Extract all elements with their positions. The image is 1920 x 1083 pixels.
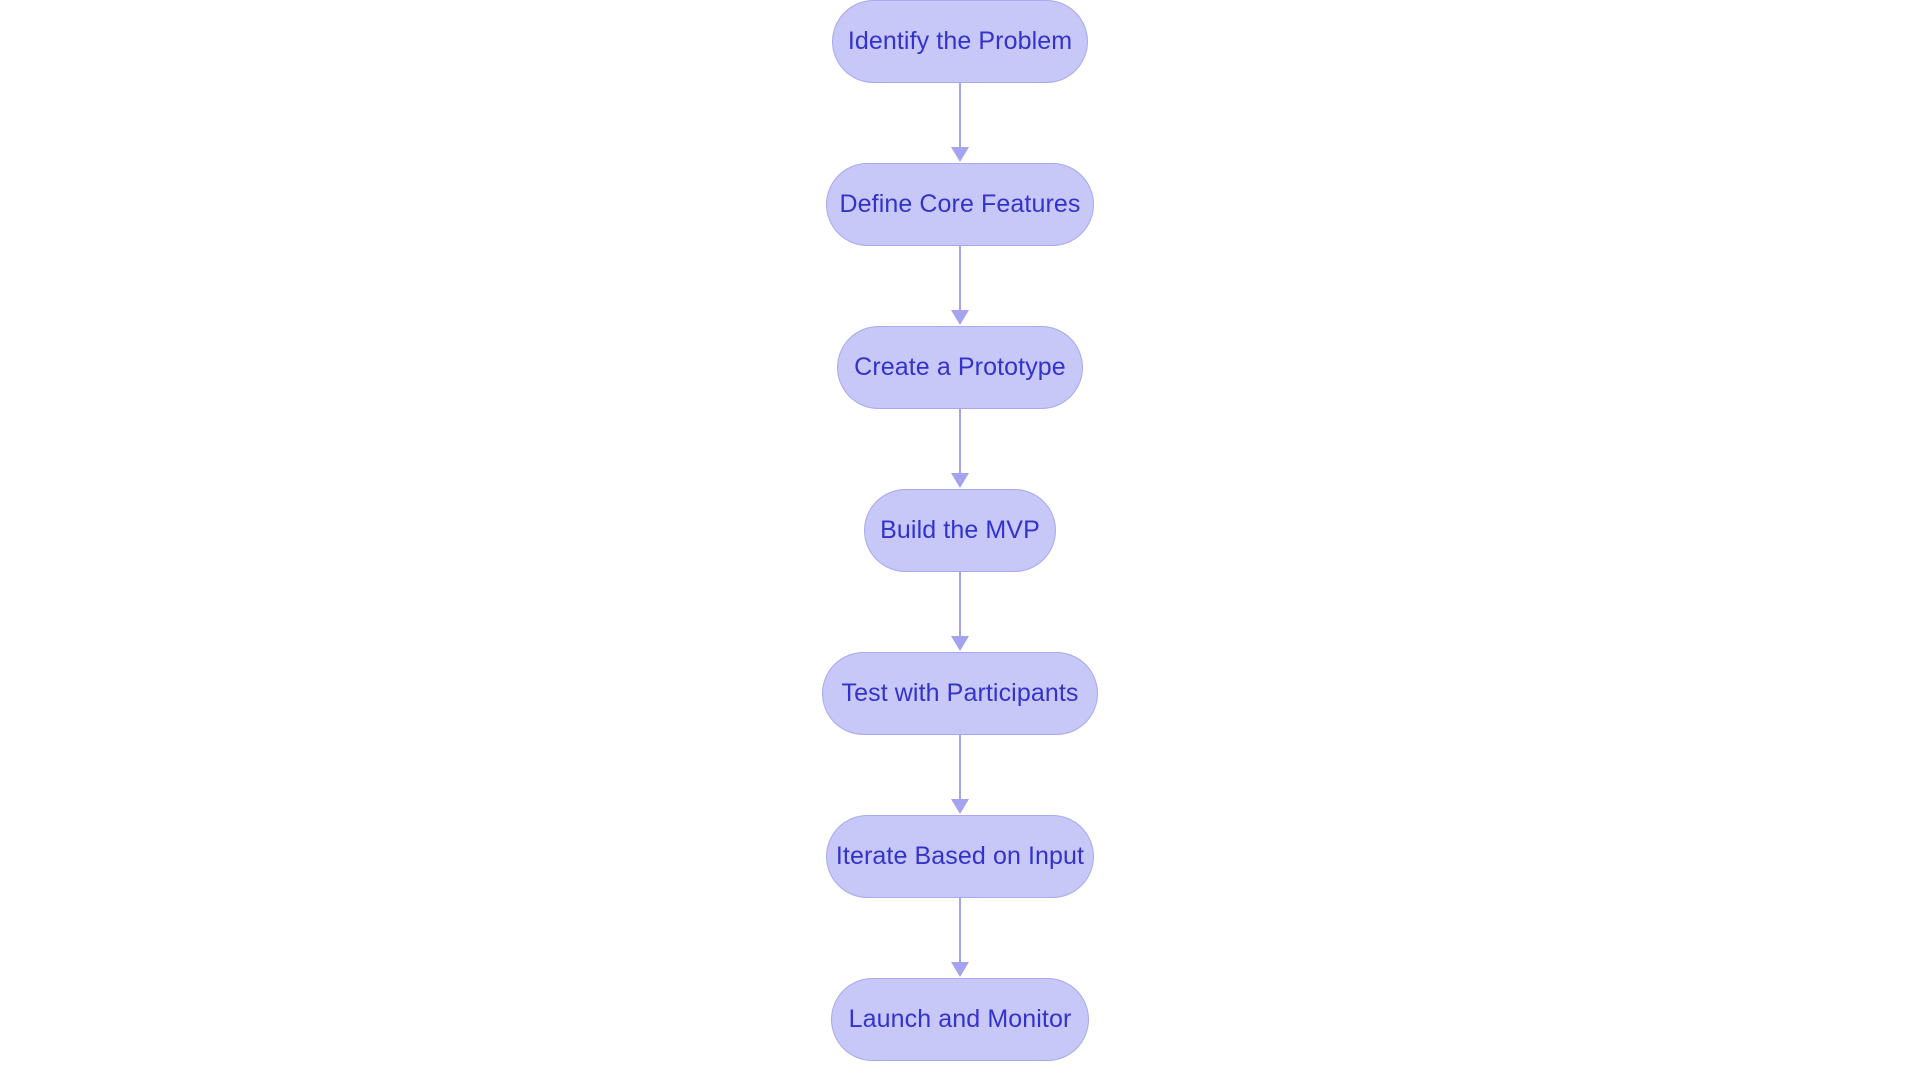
flow-node-label: Test with Participants <box>841 679 1079 707</box>
flow-connector-2 <box>947 246 973 326</box>
connector-line <box>959 572 961 637</box>
flow-node-create-a-prototype[interactable]: Create a Prototype <box>837 326 1083 409</box>
connector-line <box>959 409 961 474</box>
flow-connector-4 <box>947 572 973 652</box>
arrow-down-icon <box>951 473 969 488</box>
flow-node-launch-and-monitor[interactable]: Launch and Monitor <box>831 978 1089 1061</box>
connector-line <box>959 735 961 800</box>
flow-connector-5 <box>947 735 973 815</box>
flow-connector-6 <box>947 898 973 978</box>
arrow-down-icon <box>951 636 969 651</box>
flow-node-label: Launch and Monitor <box>848 1005 1072 1033</box>
arrow-down-icon <box>951 799 969 814</box>
flow-node-label: Iterate Based on Input <box>835 842 1085 870</box>
arrow-down-icon <box>951 310 969 325</box>
flow-node-label: Identify the Problem <box>847 27 1073 55</box>
flow-node-test-with-participants[interactable]: Test with Participants <box>822 652 1098 735</box>
connector-line <box>959 246 961 311</box>
flow-node-define-core-features[interactable]: Define Core Features <box>826 163 1094 246</box>
flow-node-label: Create a Prototype <box>854 353 1066 381</box>
flow-connector-1 <box>947 83 973 163</box>
connector-line <box>959 898 961 963</box>
flow-node-iterate-based-on-input[interactable]: Iterate Based on Input <box>826 815 1094 898</box>
flow-node-label: Build the MVP <box>880 516 1040 544</box>
flow-node-identify-the-problem[interactable]: Identify the Problem <box>832 0 1088 83</box>
connector-line <box>959 83 961 148</box>
flow-node-label: Define Core Features <box>839 190 1081 218</box>
flow-connector-3 <box>947 409 973 489</box>
arrow-down-icon <box>951 962 969 977</box>
flow-node-build-the-mvp[interactable]: Build the MVP <box>864 489 1056 572</box>
arrow-down-icon <box>951 147 969 162</box>
